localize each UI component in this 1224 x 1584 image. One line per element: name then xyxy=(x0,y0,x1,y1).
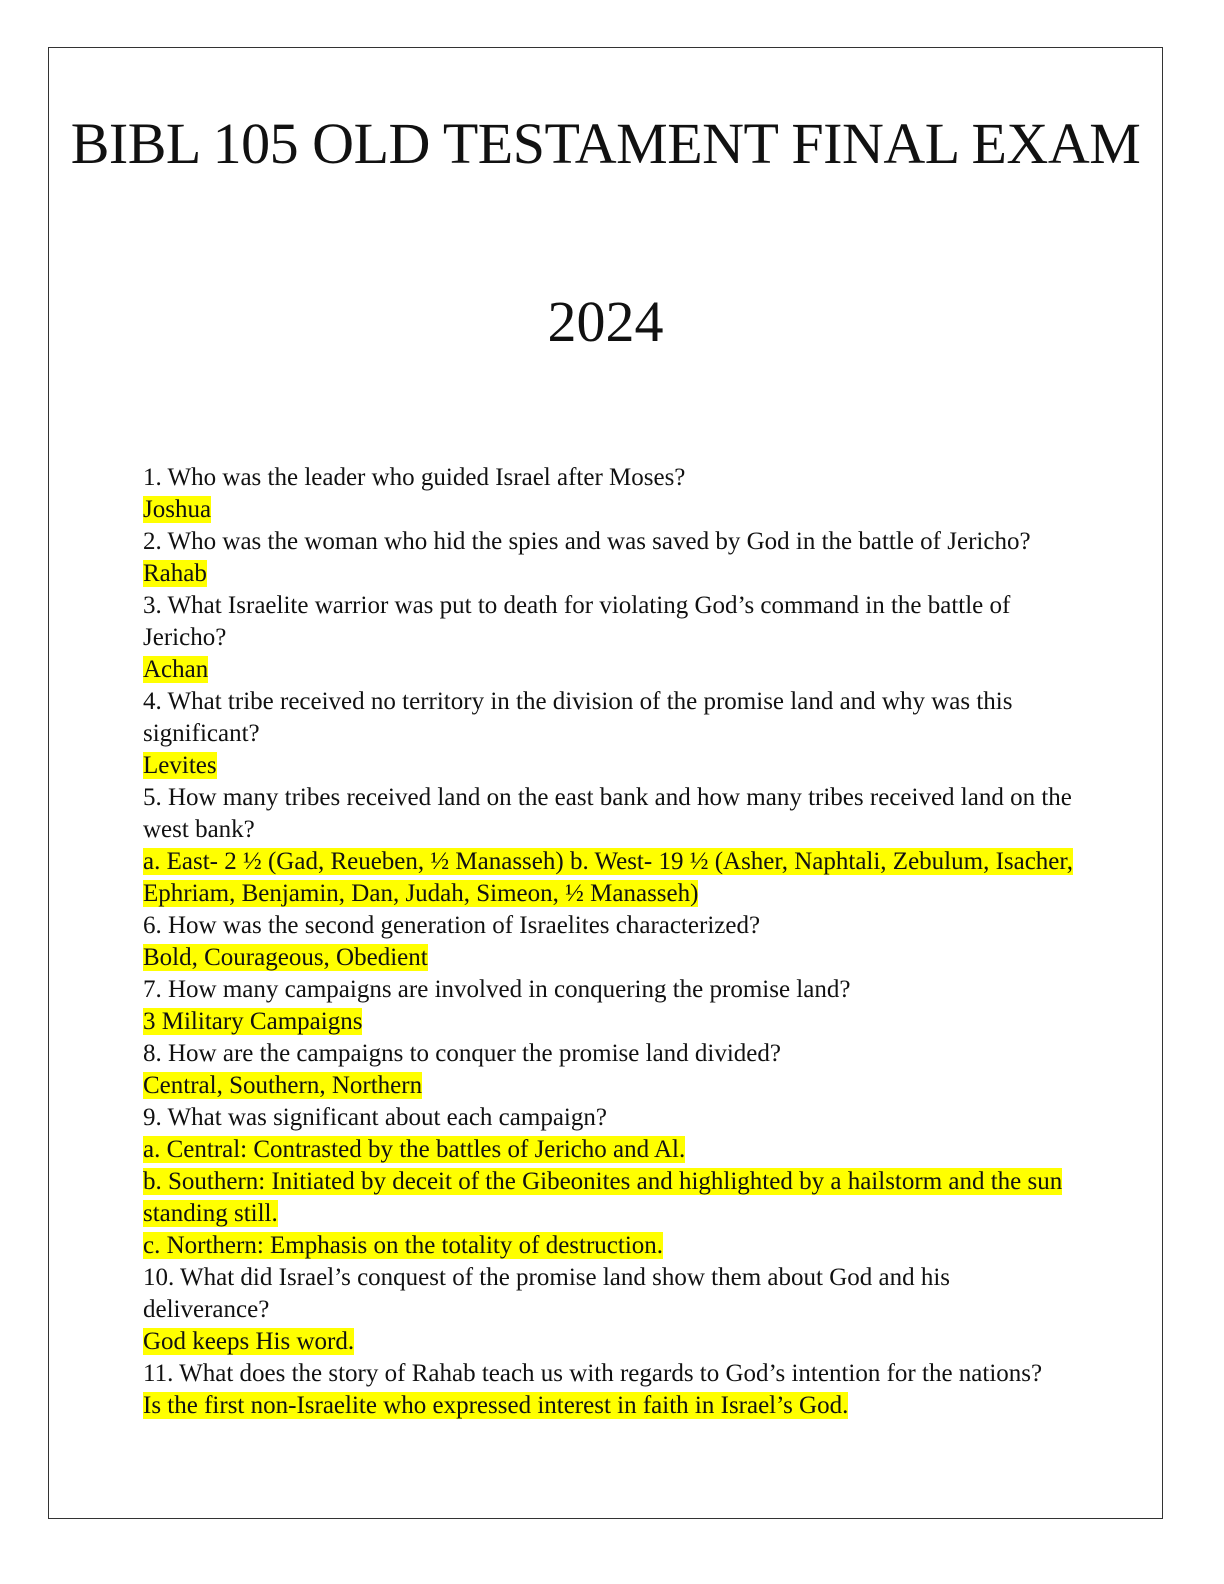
answer-3: Achan xyxy=(143,654,1073,686)
answer-highlight: c. Northern: Emphasis on the totality of… xyxy=(143,1232,664,1259)
answer-5: a. East- 2 ½ (Gad, Reueben, ½ Manasseh) … xyxy=(143,846,1073,910)
answer-4: Levites xyxy=(143,750,1073,782)
answer-highlight: Levites xyxy=(143,752,217,779)
question-11: 11. What does the story of Rahab teach u… xyxy=(143,1360,1043,1387)
answer-highlight: Central, Southern, Northern xyxy=(143,1072,423,1099)
answer-highlight: Bold, Courageous, Obedient xyxy=(143,944,428,971)
answer-highlight: Is the first non-Israelite who expressed… xyxy=(143,1392,849,1419)
answer-1: Joshua xyxy=(143,494,1073,526)
question-1: 1. Who was the leader who guided Israel … xyxy=(143,464,686,491)
question-2: 2. Who was the woman who hid the spies a… xyxy=(143,528,1031,555)
answer-8: Central, Southern, Northern xyxy=(143,1070,1073,1102)
question-list: 1. Who was the leader who guided Israel … xyxy=(143,462,1073,1422)
question-6: 6. How was the second generation of Isra… xyxy=(143,912,761,939)
answer-9a: a. Central: Contrasted by the battles of… xyxy=(143,1134,1073,1166)
question-7: 7. How many campaigns are involved in co… xyxy=(143,976,851,1003)
answer-7: 3 Military Campaigns xyxy=(143,1006,1073,1038)
document-title: BIBL 105 OLD TESTAMENT FINAL EXAM xyxy=(70,111,1141,176)
answer-9b: b. Southern: Initiated by deceit of the … xyxy=(143,1166,1073,1230)
answer-2: Rahab xyxy=(143,558,1073,590)
answer-9c: c. Northern: Emphasis on the totality of… xyxy=(143,1230,1073,1262)
answer-highlight: b. Southern: Initiated by deceit of the … xyxy=(143,1168,1063,1227)
answer-highlight: Rahab xyxy=(143,560,207,587)
document-year: 2024 xyxy=(547,289,664,354)
answer-highlight: 3 Military Campaigns xyxy=(143,1008,363,1035)
answer-10: God keeps His word. xyxy=(143,1326,1073,1358)
question-5: 5. How many tribes received land on the … xyxy=(143,784,1072,843)
answer-highlight: Achan xyxy=(143,656,209,683)
answer-highlight: Joshua xyxy=(143,496,212,523)
answer-highlight: God keeps His word. xyxy=(143,1328,355,1355)
answer-6: Bold, Courageous, Obedient xyxy=(143,942,1073,974)
page-border xyxy=(48,47,1163,1519)
question-3: 3. What Israelite warrior was put to dea… xyxy=(143,592,1011,651)
answer-11: Is the first non-Israelite who expressed… xyxy=(143,1390,1073,1422)
answer-highlight: a. East- 2 ½ (Gad, Reueben, ½ Manasseh) … xyxy=(143,848,1073,907)
question-4: 4. What tribe received no territory in t… xyxy=(143,688,1013,747)
question-10: 10. What did Israel’s conquest of the pr… xyxy=(143,1264,951,1323)
question-8: 8. How are the campaigns to conquer the … xyxy=(143,1040,782,1067)
question-9: 9. What was significant about each campa… xyxy=(143,1104,607,1131)
answer-highlight: a. Central: Contrasted by the battles of… xyxy=(143,1136,686,1163)
